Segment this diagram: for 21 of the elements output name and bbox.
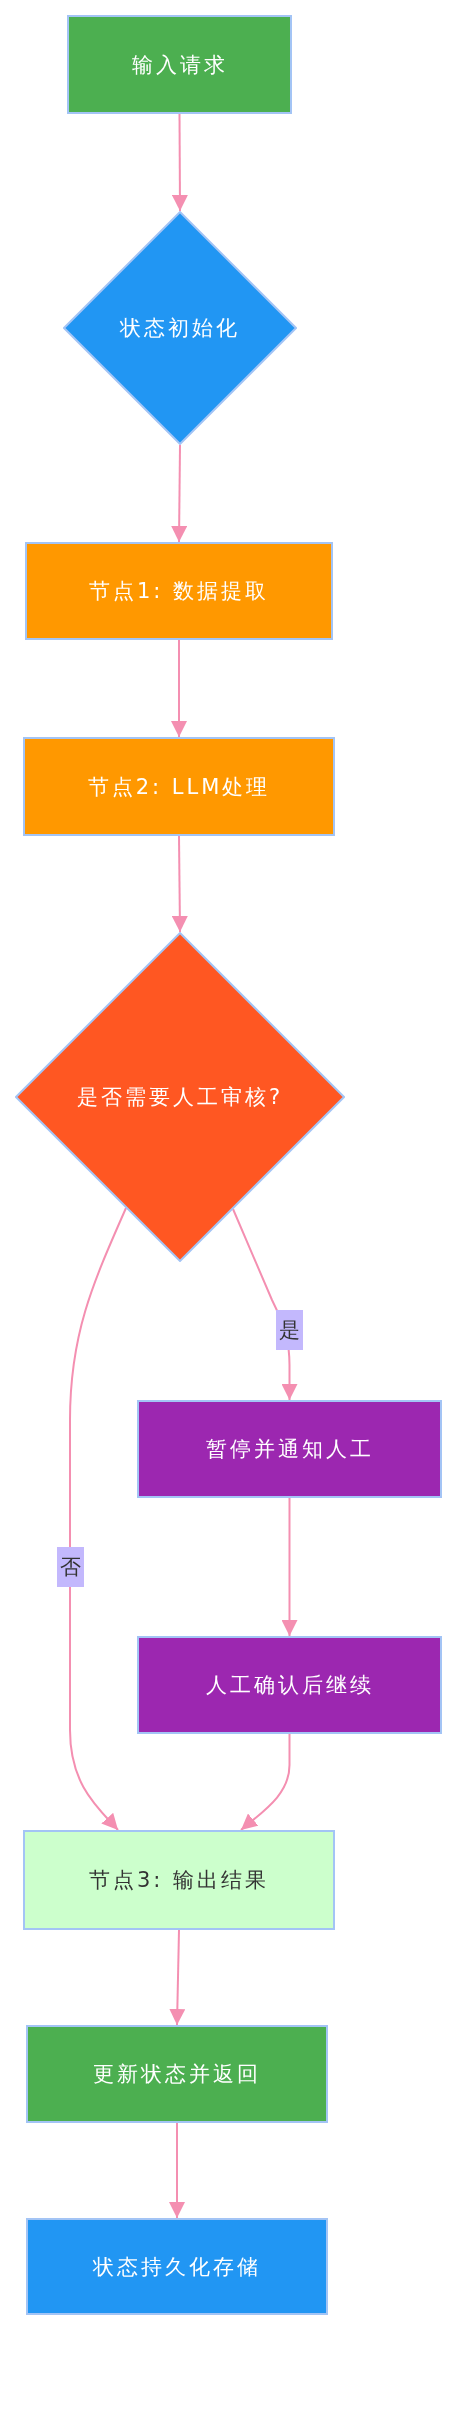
arrow xyxy=(171,113,188,212)
edge-label: 否 xyxy=(56,1547,84,1587)
process-box: 节点2: LLM处理 xyxy=(23,737,335,836)
process-box: 人工确认后继续 xyxy=(137,1636,442,1734)
arrow xyxy=(171,835,188,933)
arrow xyxy=(171,639,187,738)
arrow xyxy=(169,2122,185,2219)
process-box: 状态持久化存储 xyxy=(26,2218,328,2315)
process-box: 输入请求 xyxy=(67,15,292,114)
process-box: 节点3: 输出结果 xyxy=(23,1830,335,1930)
arrow xyxy=(169,1929,186,2026)
process-box: 更新状态并返回 xyxy=(26,2025,328,2123)
arrow xyxy=(69,1207,127,1831)
arrow xyxy=(240,1733,291,1831)
process-box: 节点1: 数据提取 xyxy=(25,542,333,640)
arrow xyxy=(281,1497,298,1637)
process-box: 暂停并通知人工 xyxy=(137,1400,442,1498)
edge-label: 是 xyxy=(276,1310,303,1350)
decision-diamond: 状态初始化 xyxy=(63,211,297,445)
decision-diamond: 是否需要人工审核? xyxy=(15,932,345,1262)
arrow xyxy=(171,444,188,543)
